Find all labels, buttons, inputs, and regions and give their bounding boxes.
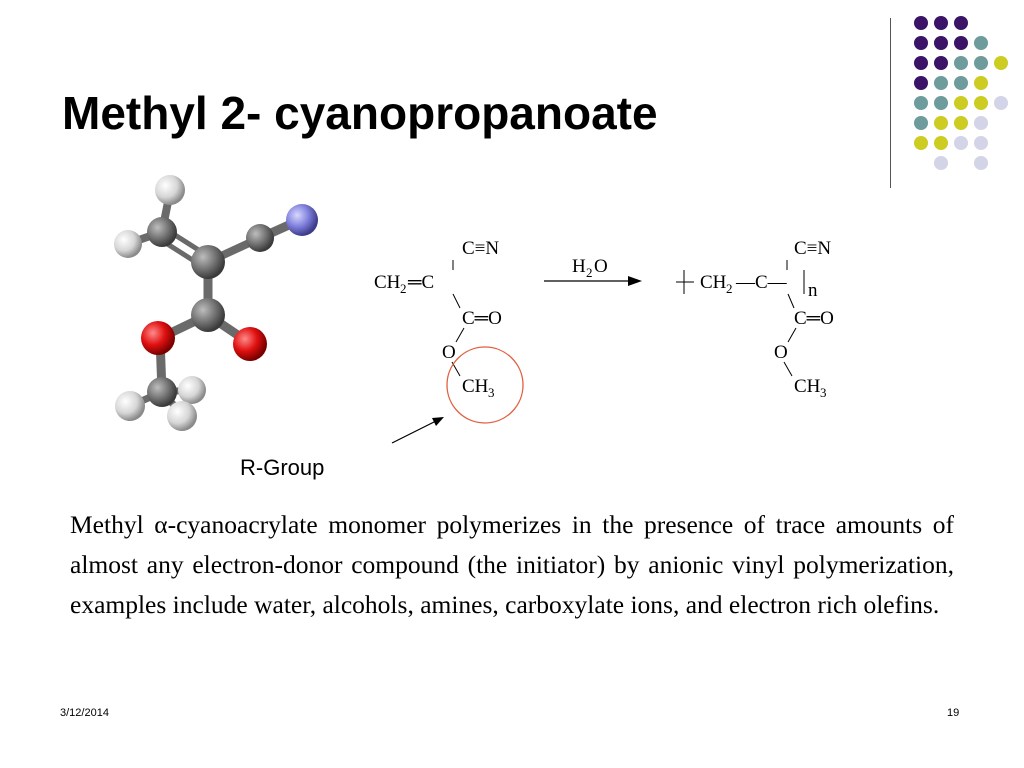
r-group-pointer-arrow (391, 417, 444, 444)
dot (974, 36, 988, 50)
dot (914, 136, 928, 150)
carbon-atom (191, 298, 225, 332)
hydrogen-atom (167, 401, 197, 431)
carbon-atom (147, 377, 177, 407)
monomer-structure: C≡N CH 2 ═C C═O O CH 3 (374, 238, 502, 400)
dot (934, 36, 948, 50)
hydrogen-atom (178, 376, 206, 404)
body-paragraph: Methyl α-cyanoacrylate monomer polymeriz… (70, 510, 954, 619)
title-divider (890, 18, 891, 188)
dot (954, 16, 968, 30)
dot (934, 56, 948, 70)
atoms (114, 175, 318, 431)
bond-line (783, 361, 793, 377)
polymer-structure: C≡N CH 2 —C— n C═O O CH 3 (676, 238, 834, 400)
reagent-o: O (594, 256, 608, 277)
reaction-scheme: C≡N CH 2 ═C C═O O CH 3 H 2 O C≡N (374, 238, 834, 444)
hydrogen-atom (114, 230, 142, 258)
carbon-atom (191, 245, 225, 279)
footer-date: 3/12/2014 (60, 707, 109, 719)
dot (954, 76, 968, 90)
oxygen-atom (141, 321, 175, 355)
dot (914, 116, 928, 130)
dot (954, 96, 968, 110)
monomer-methyl: CH (462, 376, 489, 397)
dot (954, 136, 968, 150)
dot (974, 116, 988, 130)
reagent-sub: 2 (586, 265, 593, 280)
dot (914, 96, 928, 110)
slide-title: Methyl 2- cyanopropanoate (62, 87, 658, 139)
polymer-methyl: CH (794, 376, 821, 397)
polymer-chain-rest: —C— (735, 272, 788, 293)
polymer-repeat-n: n (808, 280, 818, 301)
dot (914, 16, 928, 30)
polymer-methyl-sub: 3 (820, 385, 827, 400)
arrow-head (628, 276, 642, 286)
dot (914, 36, 928, 50)
polymer-nitrile: C≡N (794, 238, 831, 259)
carbon-atom (147, 217, 177, 247)
carbon-atom (246, 224, 274, 252)
dot (974, 156, 988, 170)
dot (934, 116, 948, 130)
hydrogen-atom (115, 391, 145, 421)
reagent-h: H (572, 256, 586, 277)
dot (934, 156, 948, 170)
monomer-nitrile: C≡N (462, 238, 499, 259)
dot (934, 136, 948, 150)
hydrogen-atom (155, 175, 185, 205)
dot (934, 16, 948, 30)
pointer-line (391, 419, 439, 444)
nitrogen-atom (286, 204, 318, 236)
bond-line (787, 293, 795, 309)
polymer-chain-sub: 2 (726, 281, 733, 296)
oxygen-atom (233, 327, 267, 361)
polymer-ester-o: O (774, 342, 788, 363)
monomer-vinyl-sub: 2 (400, 281, 407, 296)
bond-line (452, 293, 461, 309)
dot (974, 56, 988, 70)
dot (954, 56, 968, 70)
monomer-vinyl-ch: CH (374, 272, 401, 293)
monomer-methyl-sub: 3 (488, 385, 495, 400)
polymer-carbonyl: C═O (794, 308, 834, 329)
reaction-arrow: H 2 O (544, 256, 642, 286)
pointer-head (432, 417, 444, 426)
r-group-circle (446, 346, 524, 424)
polymer-chain-ch: CH (700, 272, 727, 293)
monomer-vinyl-rest: ═C (407, 272, 434, 293)
dot (994, 56, 1008, 70)
r-group-label: R-Group (240, 455, 325, 480)
dot (974, 76, 988, 90)
dot (914, 56, 928, 70)
dot (994, 96, 1008, 110)
monomer-carbonyl: C═O (462, 308, 502, 329)
dot (954, 116, 968, 130)
dot (934, 76, 948, 90)
page-number: 19 (947, 707, 960, 719)
dot (974, 96, 988, 110)
dot (974, 136, 988, 150)
molecule-3d-model (114, 175, 318, 431)
dot (934, 96, 948, 110)
monomer-ester-o: O (442, 342, 456, 363)
dot (954, 36, 968, 50)
bond-line (455, 327, 465, 343)
bond-line (787, 327, 797, 343)
dot (914, 76, 928, 90)
